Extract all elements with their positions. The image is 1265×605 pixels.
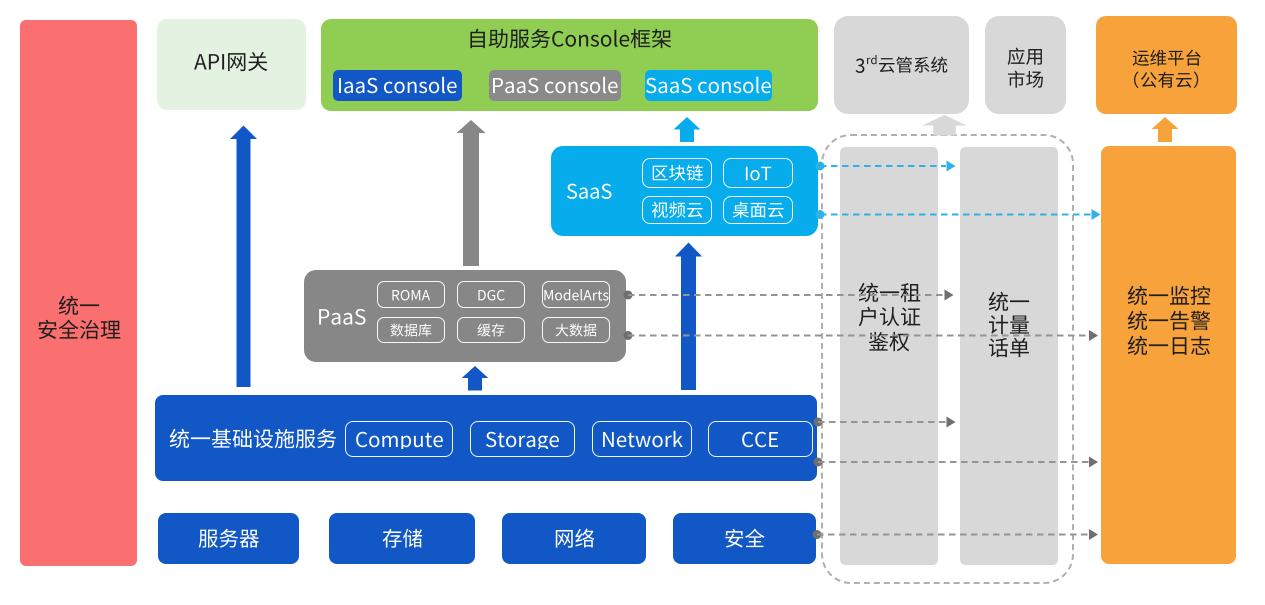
iaas-console-button	[333, 70, 462, 101]
api-gateway-label	[157, 51, 306, 72]
ops-platform-box	[1096, 16, 1237, 114]
paas-box	[304, 270, 626, 362]
unified-security-governance-label	[20, 295, 137, 340]
saas-pill-iot	[723, 158, 793, 188]
paas-pill-database	[377, 317, 445, 343]
api-gateway-box	[157, 19, 306, 110]
saas-pill-video-cloud	[642, 196, 712, 224]
ops-platform-label	[1096, 49, 1237, 88]
arrow-infra-to-api	[230, 125, 257, 387]
app-market-label	[985, 47, 1066, 89]
monitor-column-label	[1101, 285, 1236, 356]
hardware-storage-box	[329, 513, 475, 564]
saas-pill-desktop-cloud	[723, 196, 793, 224]
saas-box	[551, 146, 818, 236]
arrow-container-to-3rd	[922, 115, 967, 136]
arrow-infra-to-saas	[675, 242, 702, 390]
monitor-column	[1101, 146, 1236, 564]
console-frame-title	[321, 28, 818, 49]
unified-security-governance-bar	[20, 20, 137, 566]
infra-services-label	[169, 395, 337, 481]
paas-pill-modelarts	[542, 281, 610, 308]
paas-pill-dgc	[457, 281, 525, 308]
paas-console-button	[489, 70, 621, 101]
security-label-line2	[37, 319, 121, 340]
infra-pill-storage	[470, 421, 575, 457]
infra-services-box	[155, 395, 817, 481]
arrow-monitor-to-ops	[1151, 117, 1179, 142]
hardware-server-box	[158, 513, 299, 564]
security-label-line1	[58, 295, 100, 316]
auth-column-label	[840, 282, 938, 352]
paas-label	[317, 270, 366, 362]
billing-column-label	[960, 291, 1058, 359]
infra-pill-compute	[345, 421, 453, 457]
arrow-infra-to-paas	[461, 366, 489, 391]
paas-pill-roma	[377, 281, 445, 308]
infra-pill-cce	[708, 421, 813, 457]
saas-console-button	[645, 70, 772, 101]
console-frame-box	[321, 19, 818, 111]
third-party-cloud-box	[834, 16, 969, 114]
paas-pill-bigdata	[542, 317, 610, 343]
saas-pill-blockchain	[642, 158, 712, 188]
arrow-paas-to-console	[456, 120, 486, 266]
infra-pill-network	[592, 421, 692, 457]
app-market-box	[985, 16, 1066, 114]
third-party-cloud-label	[855, 54, 947, 75]
auth-column	[840, 147, 938, 565]
billing-column	[960, 147, 1058, 565]
saas-label	[566, 146, 612, 236]
hardware-network-box	[502, 513, 646, 564]
arrow-saas-to-console	[673, 117, 701, 142]
paas-pill-cache	[457, 317, 525, 343]
hardware-security-box	[673, 513, 816, 564]
